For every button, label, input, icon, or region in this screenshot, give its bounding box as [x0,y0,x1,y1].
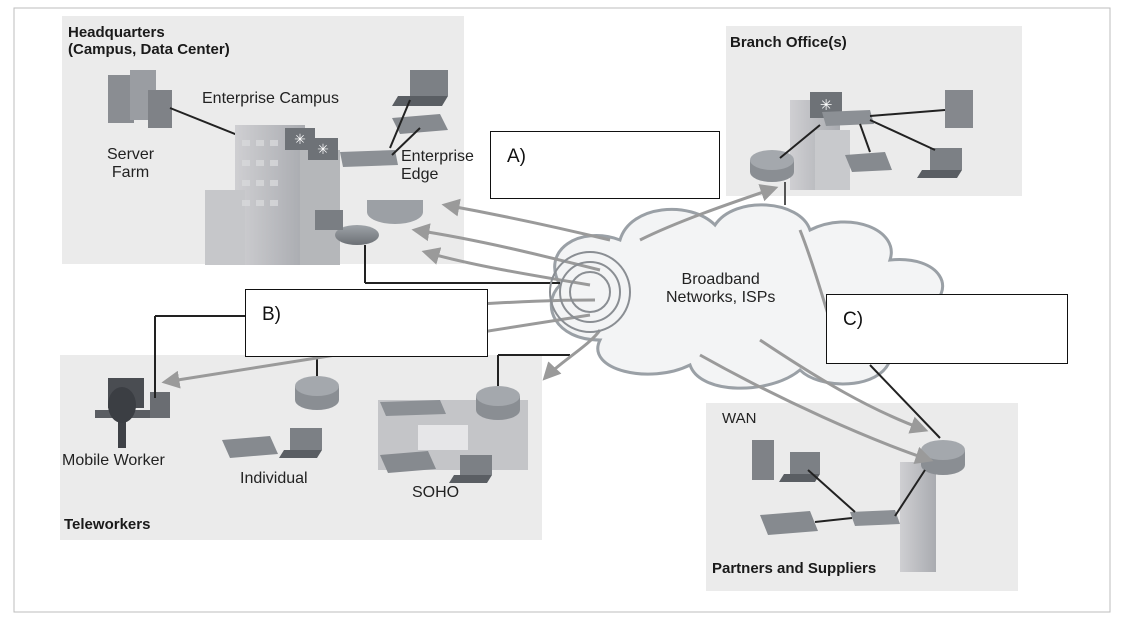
individual-router-icon [295,376,339,410]
partners-suppliers-label: Partners and Suppliers [712,560,877,577]
campus-switch-icon: ✳ ✳ [285,128,338,160]
answer-box-a-label: A) [507,146,526,167]
partners-server-icon [752,440,774,480]
wan-label: WAN [722,410,757,427]
soho-router-icon [476,386,520,420]
vpn-tunnel-rings [549,251,631,333]
soho-label: SOHO [412,484,460,501]
svg-text:✳: ✳ [294,132,306,148]
branch-server-icon [945,90,973,128]
individual-laptop-icon [279,428,322,458]
broadband-label: Broadband Networks, ISPs [666,271,776,307]
branch-phone-icon [845,152,892,172]
answer-box-c-label: C) [843,309,864,330]
enterprise-campus-label: Enterprise Campus [202,90,339,107]
mobile-worker-icon [95,378,170,448]
partners-building-icon [900,462,936,572]
branch-office-label: Branch Office(s) [730,34,847,51]
branch-router-icon [750,150,794,182]
enterprise-edge-label: Enterprise Edge [401,148,474,184]
teleworkers-label: Teleworkers [64,516,151,533]
hq-firewall-icon [367,200,423,224]
answer-box-a[interactable]: A) [490,131,720,199]
hq-router-small-icon [315,210,343,230]
branch-laptop-icon [917,148,962,178]
partners-laptop-icon [779,452,820,482]
partners-switch-icon [850,510,900,526]
svg-text:✳: ✳ [820,96,833,114]
hq-router-icon [335,225,379,245]
partners-router-icon [921,440,965,475]
server-farm-label: Server Farm [107,146,155,182]
hq-phone-icon [392,114,448,134]
mobile-worker-label: Mobile Worker [62,452,165,469]
answer-box-b-label: B) [262,304,281,325]
individual-phone-icon [222,436,278,458]
headquarters-label: Headquarters (Campus, Data Center) [68,24,230,59]
branch-switch-icon: ✳ [810,92,874,126]
svg-text:✳: ✳ [317,142,329,158]
answer-box-b[interactable]: B) [245,289,488,357]
server-farm-icon [108,70,172,128]
partners-phone-icon [760,511,818,535]
edge-switch-icon [340,150,398,167]
answer-box-c[interactable]: C) [826,294,1068,364]
soho-phone-icon [380,451,436,473]
individual-label: Individual [240,470,308,487]
vpn-links [161,184,934,464]
soho-laptop-icon [449,455,492,483]
soho-switch-icon [380,400,446,416]
hq-laptop-icon [392,70,448,106]
